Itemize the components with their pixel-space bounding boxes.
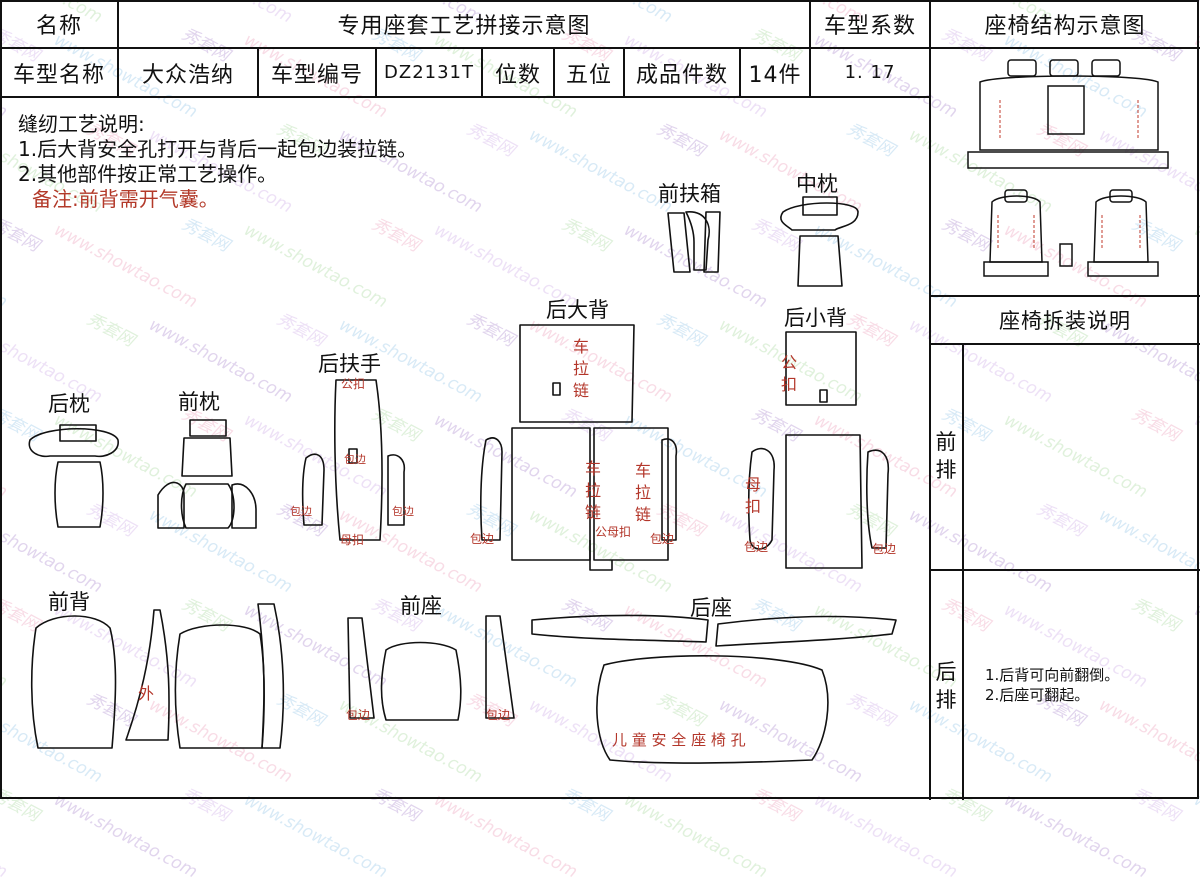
watermark-url: www.showtao.com	[50, 790, 201, 882]
model-name: 大众浩纳	[141, 62, 234, 88]
label-front-seat: 前座	[400, 594, 442, 618]
annotation-edging: 包边	[650, 532, 675, 546]
disassembly-title: 座椅拆装说明	[999, 309, 1131, 333]
sheet-title: 专用座套工艺拼接示意图	[337, 14, 591, 39]
annotation-edging: 包边	[346, 708, 371, 722]
watermark-url: www.showtao.com	[810, 790, 961, 882]
label-rear-small-back: 后小背	[784, 306, 847, 330]
watermark-url: www.showtao.com	[1190, 790, 1200, 882]
annotation-zipper: 车拉链	[584, 459, 601, 522]
front-row-label: 前排	[935, 430, 957, 482]
pattern-drawing	[28, 196, 897, 764]
rear-armrest-pieces	[301, 379, 406, 541]
annotation-male-female-buckle: 公母扣	[595, 525, 632, 539]
annotation-male-buckle: 公扣	[341, 377, 366, 391]
annotation-edging: 包边	[470, 532, 495, 546]
label-rear-armrest: 后扶手	[318, 352, 381, 376]
rear-seat-pieces	[531, 614, 897, 764]
seats-label: 位数	[494, 62, 541, 88]
rear-row-label: 后排	[935, 660, 957, 712]
rear-note-1: 1.后背可向前翻倒。	[985, 666, 1120, 684]
annotation-edging: 包边	[744, 540, 769, 554]
annotation-female-buckle: 母扣	[744, 475, 761, 516]
front-pillow-pieces	[157, 419, 257, 529]
seat-structure-diagram	[967, 59, 1169, 277]
pieces-value: 14件	[748, 62, 802, 88]
front-back-pieces	[30, 603, 285, 749]
annotation-edging: 包边	[344, 453, 366, 466]
rear-note-2: 2.后座可翻起。	[985, 686, 1090, 704]
diagram-title: 座椅结构示意图	[984, 14, 1146, 39]
factor-value: 1. 17	[844, 62, 896, 83]
annotation-edging: 包边	[486, 708, 511, 722]
notes-line-2: 2.其他部件按正常工艺操作。	[18, 162, 278, 186]
watermark-url: www.showtao.com	[240, 790, 391, 882]
annotation-child-seat-hole: 儿 童 安 全 座 椅 孔	[612, 731, 746, 749]
label-front-back: 前背	[48, 590, 90, 614]
annotation-male-buckle: 公扣	[780, 353, 797, 394]
rear-small-back-pieces	[747, 331, 890, 569]
annotation-edging: 包边	[392, 505, 414, 518]
annotation-edging: 包边	[872, 542, 897, 556]
seats-value: 五位	[565, 62, 612, 88]
annotation-outer: 外	[138, 684, 155, 703]
label-rear-seat: 后座	[690, 596, 732, 620]
model-name-label: 车型名称	[12, 62, 105, 88]
rear-pillow-pieces	[28, 424, 119, 528]
front-console-pieces	[667, 211, 721, 273]
label-front-console: 前扶箱	[658, 182, 721, 206]
front-seat-pieces	[347, 615, 515, 721]
rear-big-back-pieces	[480, 324, 678, 571]
label-rear-big-back: 后大背	[546, 298, 609, 322]
watermark-url: www.showtao.com	[0, 790, 11, 882]
model-code-label: 车型编号	[270, 62, 363, 88]
name-label: 名称	[35, 14, 82, 39]
notes-line-1: 1.后大背安全孔打开与背后一起包边装拉链。	[18, 137, 418, 161]
notes-remark: 备注:前背需开气囊。	[32, 187, 219, 211]
pieces-label: 成品件数	[635, 62, 728, 88]
label-rear-pillow: 后枕	[48, 392, 90, 416]
rear-row-notes: 1.后背可向前翻倒。 2.后座可翻起。	[985, 665, 1119, 705]
factor-label: 车型系数	[823, 14, 916, 39]
annotation-female-buckle: 母扣	[340, 533, 365, 547]
middle-pillow-pieces	[780, 196, 859, 287]
model-code: DZ2131T	[384, 62, 474, 83]
label-middle-pillow: 中枕	[796, 172, 838, 196]
watermark-url: www.showtao.com	[1000, 790, 1151, 882]
annotation-zipper: 车拉链	[634, 461, 651, 524]
annotation-zipper: 车拉链	[572, 337, 589, 400]
watermark-url: www.showtao.com	[430, 790, 581, 882]
table-grid	[0, 0, 1200, 800]
notes-heading: 缝纫工艺说明:	[18, 112, 145, 136]
annotation-edging: 包边	[290, 505, 312, 518]
sewing-notes: 缝纫工艺说明: 1.后大背安全孔打开与背后一起包边装拉链。 2.其他部件按正常工…	[18, 112, 417, 212]
watermark-url: www.showtao.com	[620, 790, 771, 882]
label-front-pillow: 前枕	[178, 390, 220, 414]
